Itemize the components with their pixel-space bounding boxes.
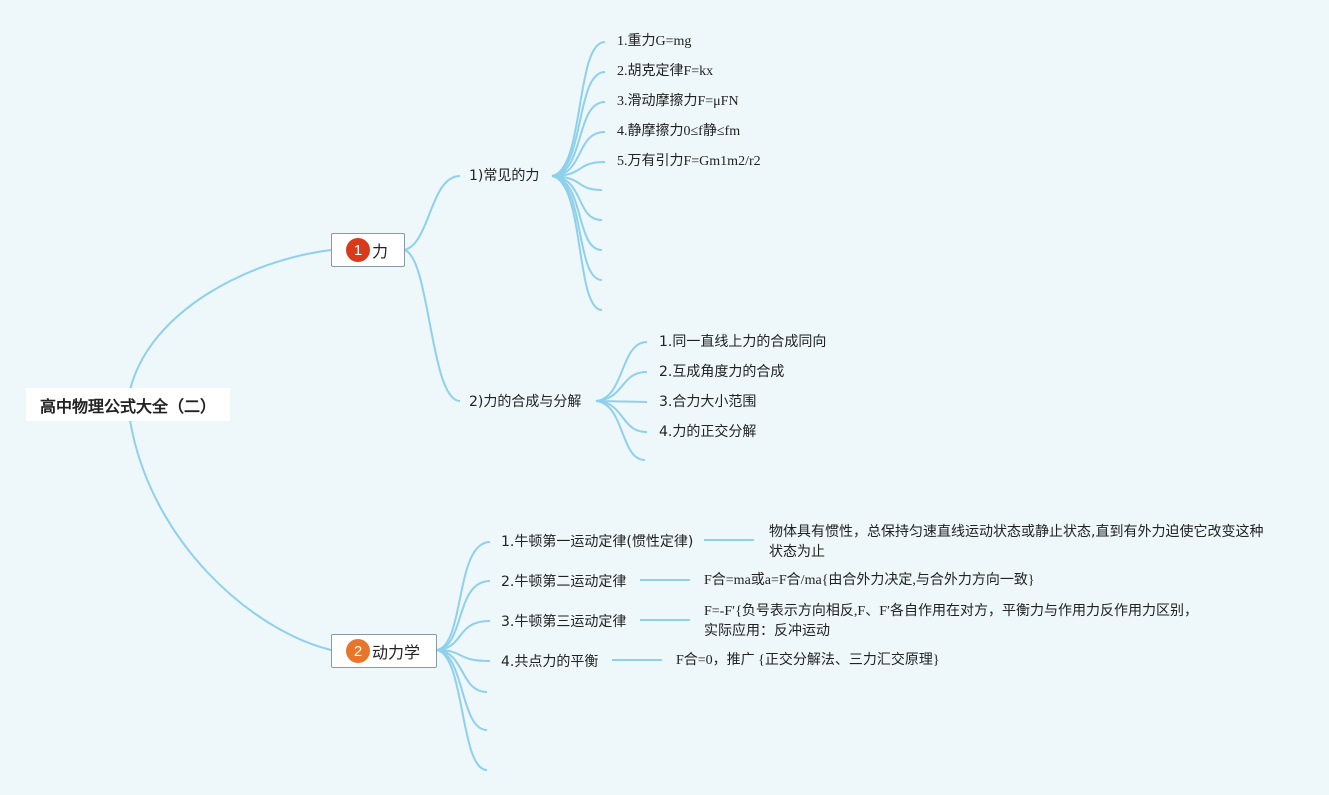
leaf-gravitation[interactable]: 5.万有引力F=Gm1m2/r2	[617, 154, 761, 169]
leaf-sliding-friction[interactable]: 3.滑动摩擦力F=μFN	[617, 94, 739, 109]
leaf-static-friction[interactable]: 4.静摩擦力0≤f静≤fm	[617, 124, 741, 139]
law-2[interactable]: 2.牛顿第二运动定律	[501, 574, 627, 590]
leaf-resultant-range[interactable]: 3.合力大小范围	[659, 394, 757, 410]
leaf-gravity[interactable]: 1.重力G=mg	[617, 34, 692, 49]
topic-force-label: 力	[372, 242, 389, 261]
topic-dynamics-label: 动力学	[372, 643, 421, 662]
law-3-desc[interactable]: F=-F′{负号表示方向相反,F、F′各自作用在对方，平衡力与作用力反作用力区别…	[704, 604, 1199, 639]
root-topic[interactable]: 高中物理公式大全（二）	[26, 388, 230, 421]
topic-dynamics[interactable]: 2 动力学	[331, 634, 437, 668]
law-1-desc[interactable]: 物体具有惯性，总保持匀速直线运动状态或静止状态,直到有外力迫使它改变这种状态为止	[769, 524, 1264, 560]
leaf-angle-composition[interactable]: 2.互成角度力的合成	[659, 364, 785, 380]
law-4[interactable]: 4.共点力的平衡	[501, 654, 599, 670]
number-badge-2: 2	[346, 639, 370, 663]
leaf-hooke[interactable]: 2.胡克定律F=kx	[617, 64, 714, 79]
law-4-desc[interactable]: F合=0，推广 {正交分解法、三力汇交原理}	[676, 653, 940, 668]
topic-force[interactable]: 1 力	[331, 233, 405, 267]
law-1[interactable]: 1.牛顿第一运动定律(惯性定律)	[501, 534, 694, 550]
law-2-desc[interactable]: F合=ma或a=F合/ma{由合外力决定,与合外力方向一致}	[704, 573, 1035, 588]
leaf-orthogonal[interactable]: 4.力的正交分解	[659, 424, 757, 440]
law-3[interactable]: 3.牛顿第三运动定律	[501, 614, 627, 630]
subtopic-common-forces[interactable]: 1)常见的力	[469, 168, 540, 184]
subtopic-force-composition[interactable]: 2)力的合成与分解	[469, 394, 582, 410]
number-badge-1: 1	[346, 238, 370, 262]
leaf-same-line[interactable]: 1.同一直线上力的合成同向	[659, 334, 827, 350]
